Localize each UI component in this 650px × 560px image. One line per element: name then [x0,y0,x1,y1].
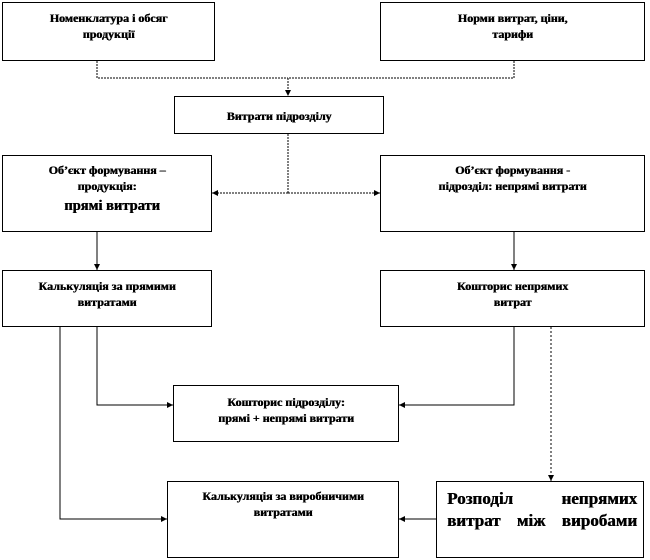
box-norms: Норми витрат, ціни, тарифи [380,2,645,61]
box-object-product: Об’єкт формування – продукція: прямі вит… [2,155,212,232]
box-distribution: Розподіл непрямих витрат між виробами [436,481,644,558]
box-estimate-indirect: Кошторис непрямих витрат [380,270,645,327]
box-object-unit: Об’єкт формування - підрозділ: непрямі в… [380,155,645,232]
box-object-unit-line-1: Об’єкт формування - [454,163,571,177]
box-estimate-unit: Кошторис підрозділу: прямі + непрямі вит… [173,385,399,442]
box-object-product-line-2: продукція: [77,179,137,194]
box-nomenclature-line-1: Номенклатура і обсяг [49,11,168,25]
connector-norms-to-merge [288,61,515,79]
connector-estimate-indirect-to-estimate-unit [399,327,515,408]
box-object-product-line-1: Об’єкт формування – [48,163,166,177]
box-calc-production-line-1: Калькуляція за виробничими [202,489,364,503]
box-calc-production-line-2: витратами [253,505,313,520]
box-unit-costs-line-1: Витрати підрозділу [226,109,332,123]
box-estimate-indirect-line-2: витрат [493,295,532,310]
box-object-unit-line-2: підрозділ: непрямі витрати [438,179,587,194]
box-estimate-indirect-line-1: Кошторис непрямих [456,279,569,293]
box-calc-direct: Калькуляція за прямими витратами [2,270,212,327]
box-calc-production: Калькуляція за виробничими витратами [167,481,399,558]
box-nomenclature-line-2: продукції [82,27,135,42]
box-calc-direct-line-2: витратами [77,295,137,310]
box-object-product-line-3: прямі витрати [64,198,160,215]
box-distribution-line-1: Розподіл непрямих [447,489,637,508]
connector-calc-direct-to-estimate-unit [96,327,173,408]
box-unit-costs: Витрати підрозділу [174,96,384,134]
box-norms-line-2: тарифи [492,27,533,42]
box-calc-direct-line-1: Калькуляція за прямими [38,279,176,293]
box-norms-line-1: Норми витрат, ціни, [457,11,568,25]
connector-nomenclature-to-merge [96,61,288,79]
box-distribution-line-2: витрат між виробами [447,511,637,531]
connector-calc-direct-to-calc-production [59,327,167,522]
box-estimate-unit-line-1: Кошторис підрозділу: [227,395,345,409]
box-nomenclature: Номенклатура і обсяг продукції [2,2,215,61]
box-estimate-unit-line-2: прямі + непрямі витрати [218,411,354,426]
